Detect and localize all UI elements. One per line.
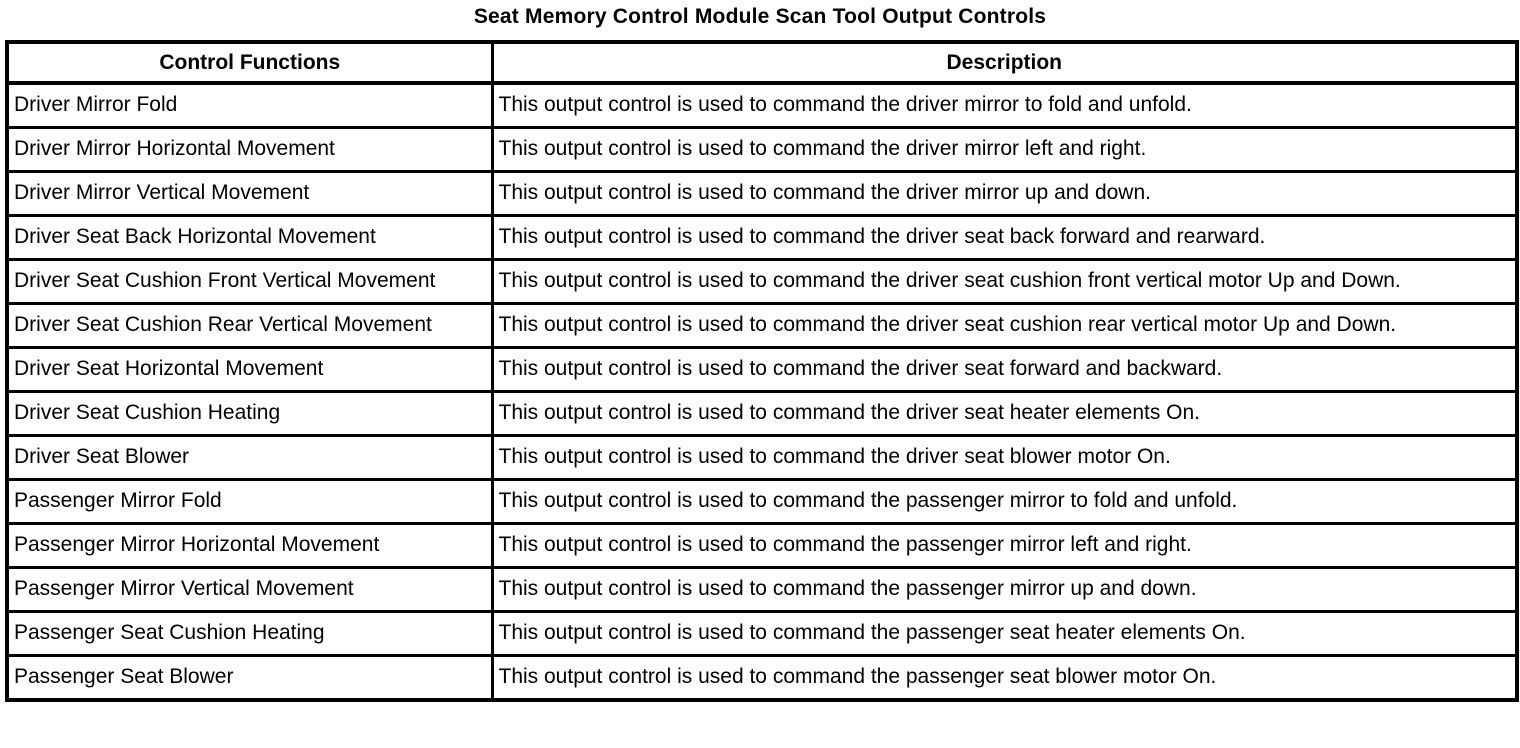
column-header-control-functions: Control Functions <box>5 40 494 85</box>
description-cell: This output control is used to command t… <box>490 170 1519 217</box>
table-row: Driver Seat Cushion Rear Vertical Moveme… <box>5 302 1519 349</box>
control-function-cell: Driver Seat Cushion Rear Vertical Moveme… <box>5 302 494 349</box>
description-cell: This output control is used to command t… <box>490 346 1519 393</box>
description-cell: This output control is used to command t… <box>490 434 1519 481</box>
description-cell: This output control is used to command t… <box>490 654 1519 702</box>
description-cell: This output control is used to command t… <box>490 81 1519 129</box>
column-header-description: Description <box>490 40 1519 85</box>
table-row: Driver Seat Cushion Front Vertical Movem… <box>5 258 1519 305</box>
table-header: Control Functions Description <box>5 40 1519 85</box>
control-function-cell: Driver Seat Blower <box>5 434 494 481</box>
control-function-cell: Driver Mirror Vertical Movement <box>5 170 494 217</box>
table-header-row: Control Functions Description <box>5 40 1519 85</box>
control-function-cell: Driver Seat Cushion Heating <box>5 390 494 437</box>
description-cell: This output control is used to command t… <box>490 302 1519 349</box>
control-function-cell: Driver Seat Cushion Front Vertical Movem… <box>5 258 494 305</box>
control-function-cell: Driver Mirror Fold <box>5 81 494 129</box>
control-function-cell: Passenger Mirror Vertical Movement <box>5 566 494 613</box>
description-cell: This output control is used to command t… <box>490 610 1519 657</box>
description-cell: This output control is used to command t… <box>490 214 1519 261</box>
page-title: Seat Memory Control Module Scan Tool Out… <box>473 5 1047 28</box>
description-cell: This output control is used to command t… <box>490 258 1519 305</box>
description-cell: This output control is used to command t… <box>490 390 1519 437</box>
control-function-cell: Passenger Seat Blower <box>5 654 494 702</box>
control-function-cell: Passenger Seat Cushion Heating <box>5 610 494 657</box>
control-function-cell: Driver Mirror Horizontal Movement <box>5 126 494 173</box>
output-controls-table: Control Functions Description Driver Mir… <box>5 40 1519 702</box>
description-cell: This output control is used to command t… <box>490 478 1519 525</box>
description-cell: This output control is used to command t… <box>490 566 1519 613</box>
description-cell: This output control is used to command t… <box>490 126 1519 173</box>
control-function-cell: Passenger Mirror Fold <box>5 478 494 525</box>
control-function-cell: Passenger Mirror Horizontal Movement <box>5 522 494 569</box>
control-function-cell: Driver Seat Horizontal Movement <box>5 346 494 393</box>
control-function-cell: Driver Seat Back Horizontal Movement <box>5 214 494 261</box>
description-cell: This output control is used to command t… <box>490 522 1519 569</box>
